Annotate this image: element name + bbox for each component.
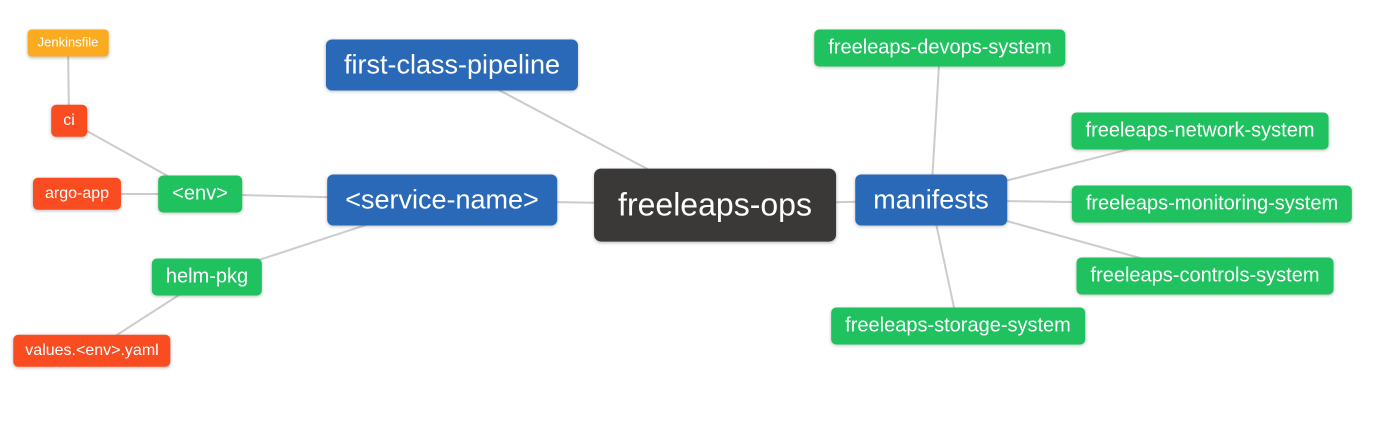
node-argo-app[interactable]: argo-app [32, 177, 122, 211]
node-service-name[interactable]: <service-name> [327, 174, 557, 226]
node-manifests[interactable]: manifests [855, 174, 1007, 226]
node-devops-system[interactable]: freeleaps-devops-system [814, 29, 1066, 67]
node-freeleaps-ops[interactable]: freeleaps-ops [594, 168, 836, 242]
node-values-env-yaml[interactable]: values.<env>.yaml [13, 334, 171, 368]
node-controls-system[interactable]: freeleaps-controls-system [1076, 257, 1334, 295]
node-ci[interactable]: ci [51, 104, 87, 138]
node-network-system[interactable]: freeleaps-network-system [1071, 112, 1329, 150]
node-jenkinsfile[interactable]: Jenkinsfile [27, 29, 109, 57]
node-first-class-pipeline[interactable]: first-class-pipeline [325, 39, 579, 91]
node-helm-pkg[interactable]: helm-pkg [151, 258, 263, 296]
node-env[interactable]: <env> [158, 175, 242, 213]
node-monitoring-system[interactable]: freeleaps-monitoring-system [1071, 185, 1353, 223]
node-storage-system[interactable]: freeleaps-storage-system [831, 307, 1085, 345]
